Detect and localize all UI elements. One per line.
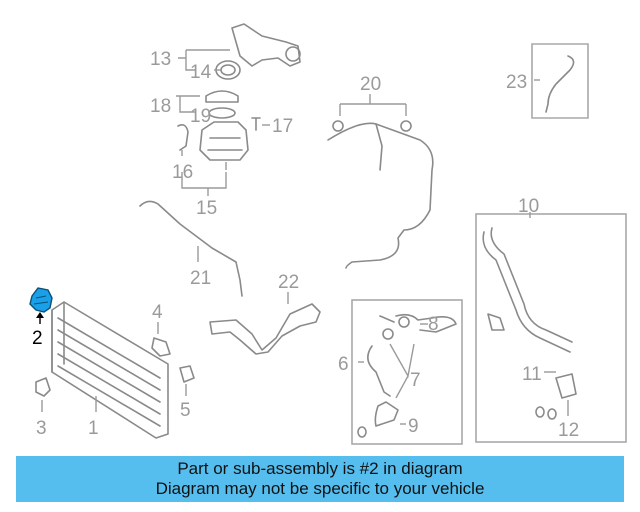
expansion-tank-group: 16 15 xyxy=(172,121,249,219)
lower-mount-group: 3 xyxy=(35,377,51,439)
callout-5[interactable]: 5 xyxy=(180,400,191,421)
connector-part xyxy=(379,313,457,333)
coolant-pipe-group: 20 xyxy=(327,74,434,269)
radiator-part xyxy=(51,301,169,439)
hose-clip-part xyxy=(487,313,505,331)
o-ring-part xyxy=(208,107,236,119)
coolant-flange-part xyxy=(231,23,301,67)
flange-port xyxy=(285,46,301,62)
outlet-part xyxy=(374,401,399,427)
callout-12[interactable]: 12 xyxy=(558,420,579,441)
bypass-pipe-group: 22 xyxy=(209,272,321,355)
info-banner: Part or sub-assembly is #2 in diagram Di… xyxy=(16,456,624,502)
callout-10[interactable]: 10 xyxy=(518,196,539,217)
lower-pipe-part xyxy=(139,200,243,297)
callout-16[interactable]: 16 xyxy=(172,162,193,183)
radiator-hose-part xyxy=(482,231,571,353)
banner-line-2: Diagram may not be specific to your vehi… xyxy=(155,479,485,498)
callout-1[interactable]: 1 xyxy=(88,418,99,439)
callout-20[interactable]: 20 xyxy=(360,74,381,95)
reservoir-cap-part xyxy=(205,90,239,103)
coolant-pipe-part xyxy=(327,122,434,269)
callout-23[interactable]: 23 xyxy=(506,72,527,93)
lower-pipe-group: 21 xyxy=(139,200,243,297)
callout-2[interactable]: 2 xyxy=(32,328,43,349)
small-hose-group: 23 xyxy=(506,43,589,119)
callout-9[interactable]: 9 xyxy=(408,416,419,437)
bolt-part xyxy=(251,117,261,131)
callout-21[interactable]: 21 xyxy=(190,268,211,289)
bracket-part-highlighted[interactable] xyxy=(29,287,53,313)
callout-8[interactable]: 8 xyxy=(428,314,439,335)
mount-group: 4 5 xyxy=(151,302,195,421)
callout-14[interactable]: 14 xyxy=(190,62,212,83)
hose-kit-box xyxy=(351,299,463,445)
callout-18[interactable]: 18 xyxy=(150,96,171,117)
callout-17[interactable]: 17 xyxy=(272,116,293,137)
callout-13[interactable]: 13 xyxy=(150,49,171,70)
reservoir-cap-group: 18 19 xyxy=(150,90,239,127)
small-hose-part xyxy=(545,55,575,113)
bracket-group-highlighted: 2 xyxy=(29,287,53,349)
callout-22[interactable]: 22 xyxy=(278,272,299,293)
callout-19[interactable]: 19 xyxy=(190,106,211,127)
coolant-flange-group: 13 14 xyxy=(150,23,301,83)
callout-15[interactable]: 15 xyxy=(196,198,217,219)
radiator-hose-group: 10 11 12 xyxy=(475,196,627,443)
hose-kit-group: 6 8 7 9 xyxy=(338,299,463,445)
bolt-group: 17 xyxy=(251,116,293,137)
radiator-group: 1 xyxy=(51,301,169,439)
expansion-tank-part xyxy=(199,121,249,161)
tank-hose-part xyxy=(177,124,189,151)
side-mount-part xyxy=(179,365,195,383)
callout-11[interactable]: 11 xyxy=(522,364,542,385)
hose-part xyxy=(367,345,391,397)
t-piece-part xyxy=(555,373,577,399)
banner-line-1: Part or sub-assembly is #2 in diagram xyxy=(177,459,463,478)
upper-mount-part xyxy=(151,337,171,357)
callout-4[interactable]: 4 xyxy=(152,302,163,323)
callout-7[interactable]: 7 xyxy=(410,370,421,391)
callout-6[interactable]: 6 xyxy=(338,354,349,375)
lower-mount-part xyxy=(35,377,51,397)
bypass-pipe-part xyxy=(209,303,321,355)
radiator-hose-box xyxy=(475,213,627,443)
callout-3[interactable]: 3 xyxy=(36,418,47,439)
